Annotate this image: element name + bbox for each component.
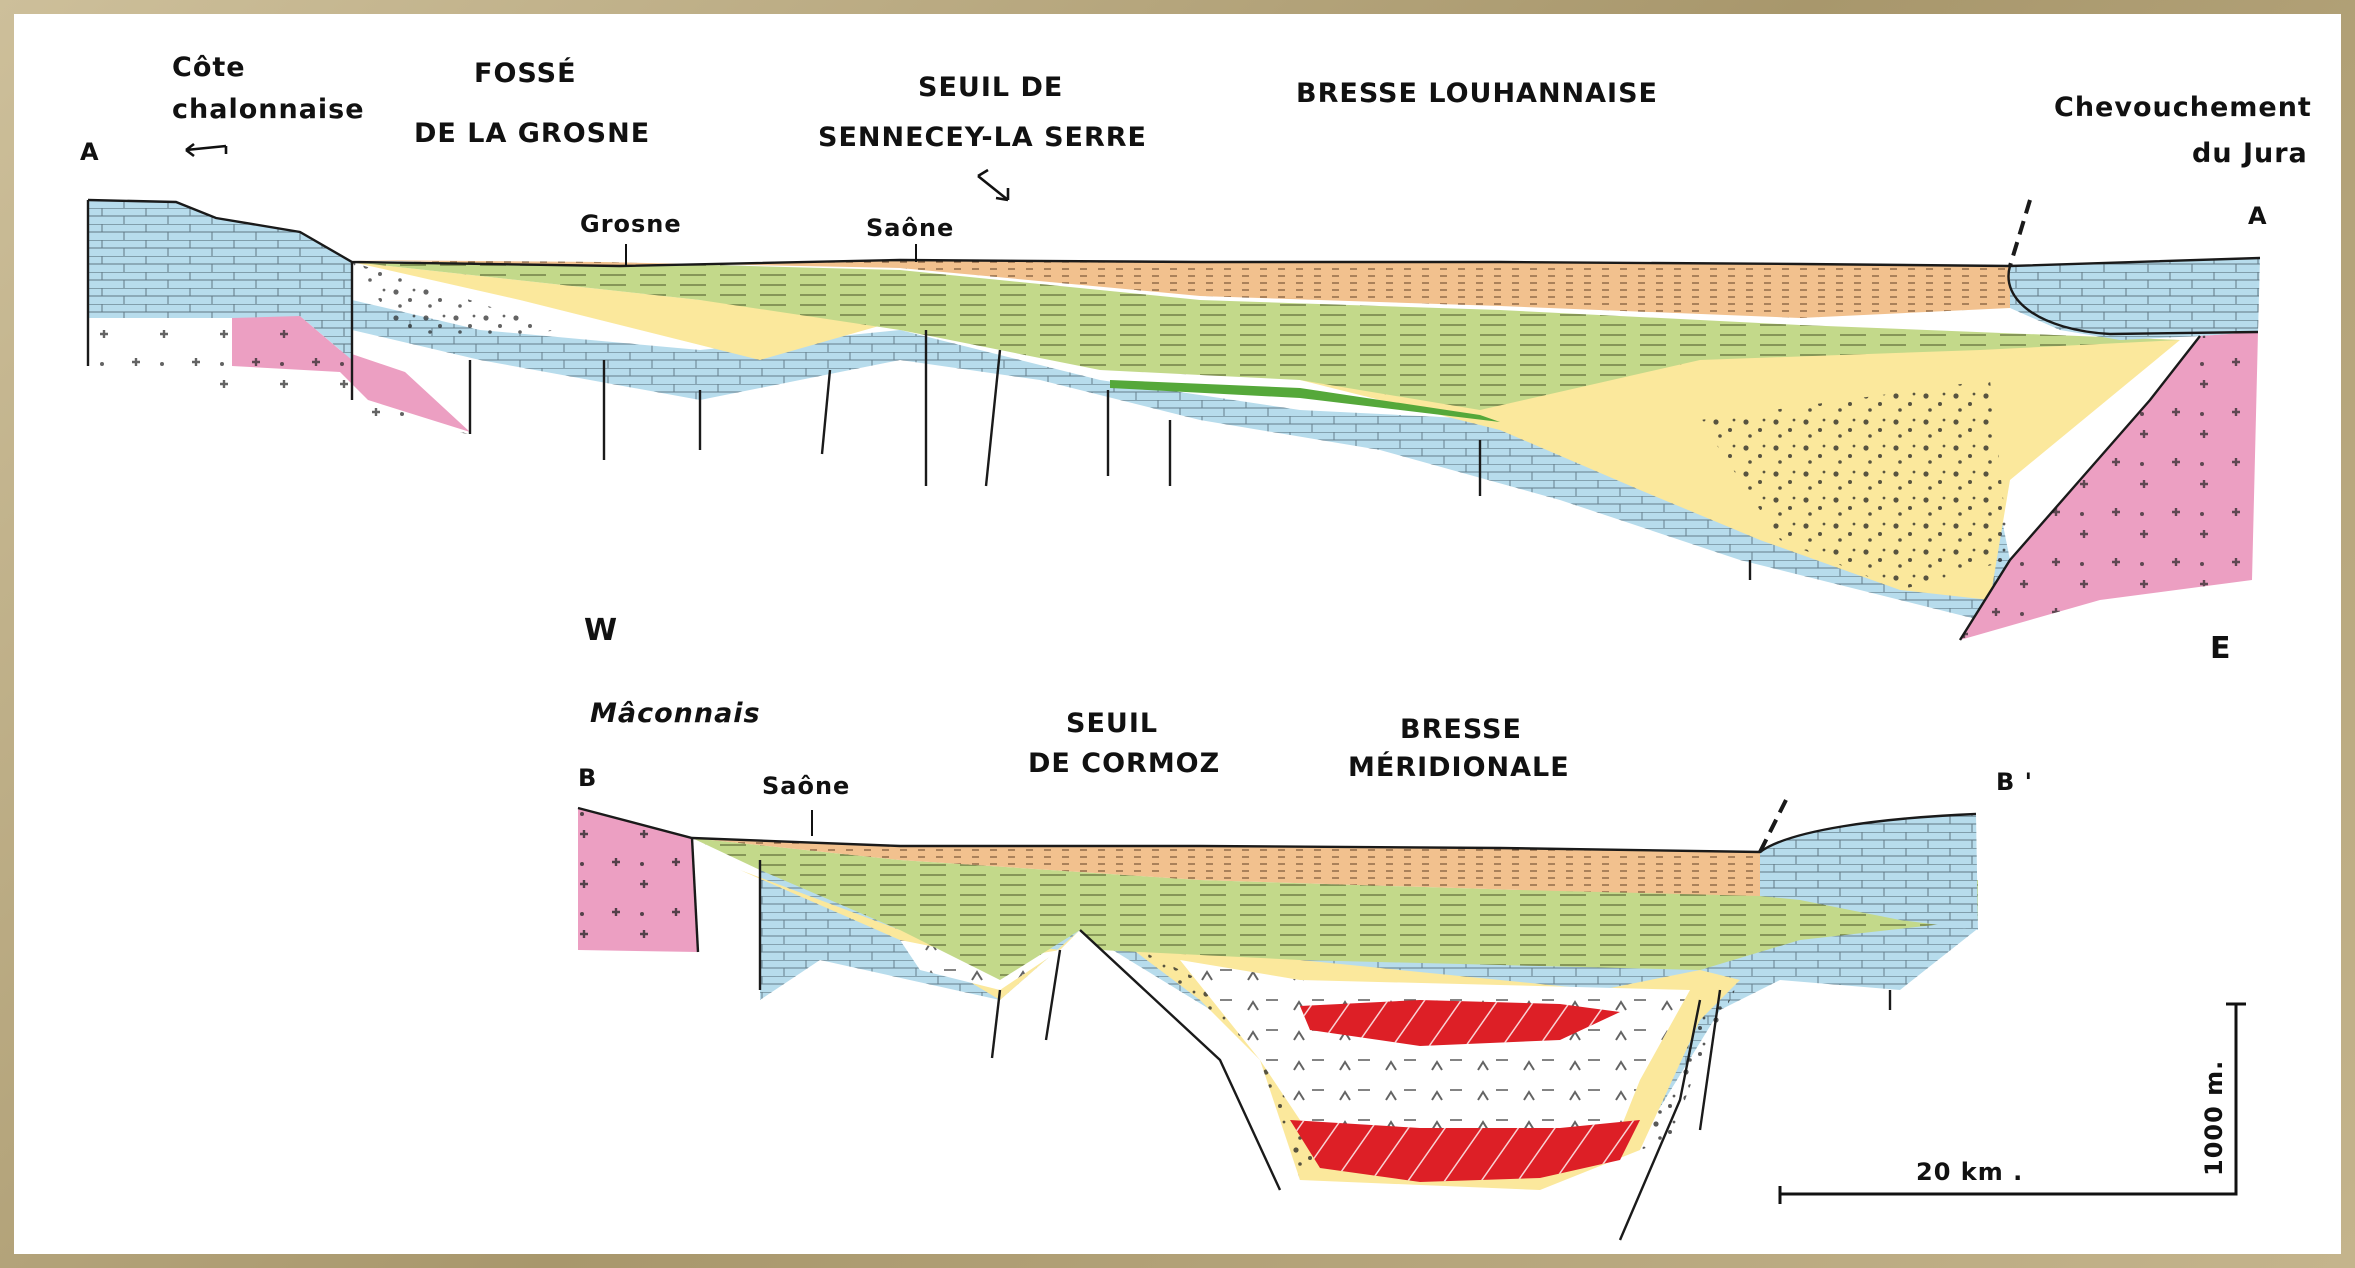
bresse-meridionale-label-line1: BRESSE <box>1400 714 1522 745</box>
east-label: E <box>2210 631 2232 666</box>
seuil-cormoz-label-line1: SEUIL <box>1066 708 1158 739</box>
chevauchement-label-line1: Chevouchement <box>2054 92 2312 123</box>
section-b: B B ' Mâconnais Saône SEUIL DE CORMOZ BR… <box>578 698 2033 1240</box>
section-a-end-letter: A <box>2248 202 2268 230</box>
section-a: A A Côte chalonnaise FOSSÉ DE LA GROSNE … <box>80 52 2312 640</box>
bresse-meridionale-label-line2: MÉRIDIONALE <box>1348 751 1570 783</box>
section-b-start-letter: B <box>578 764 597 792</box>
saone-river-label-a: Saône <box>866 214 954 242</box>
cote-chalonnaise-label-line1: Côte <box>172 52 246 83</box>
section-a-start-letter: A <box>80 138 100 166</box>
fosse-grosne-label-line2: DE LA GROSNE <box>414 118 650 149</box>
section-b-end-letter: B ' <box>1996 768 2033 796</box>
fosse-grosne-label-line1: FOSSÉ <box>474 57 577 89</box>
seuil-sennecey-label-line1: SEUIL DE <box>918 72 1063 103</box>
scale-bars: 20 km . 1000 m. <box>1780 1004 2246 1204</box>
dip-arrow-icon-west <box>186 144 226 156</box>
west-label: W <box>584 613 618 648</box>
maconnais-label: Mâconnais <box>590 698 761 729</box>
grosne-river-label: Grosne <box>580 210 682 238</box>
bresse-louhannaise-label: BRESSE LOUHANNAISE <box>1296 78 1658 109</box>
cote-chalonnaise-label-line2: chalonnaise <box>172 94 365 125</box>
seuil-cormoz-label-line2: DE CORMOZ <box>1028 748 1220 779</box>
vertical-scale-label: 1000 m. <box>2200 1060 2228 1176</box>
horizontal-scale-label: 20 km . <box>1916 1158 2023 1186</box>
dip-arrow-icon-east <box>978 170 1008 200</box>
seuil-sennecey-label-line2: SENNECEY-LA SERRE <box>818 122 1147 153</box>
chevauchement-label-line2: du Jura <box>2192 138 2308 169</box>
saone-river-label-b: Saône <box>762 772 850 800</box>
